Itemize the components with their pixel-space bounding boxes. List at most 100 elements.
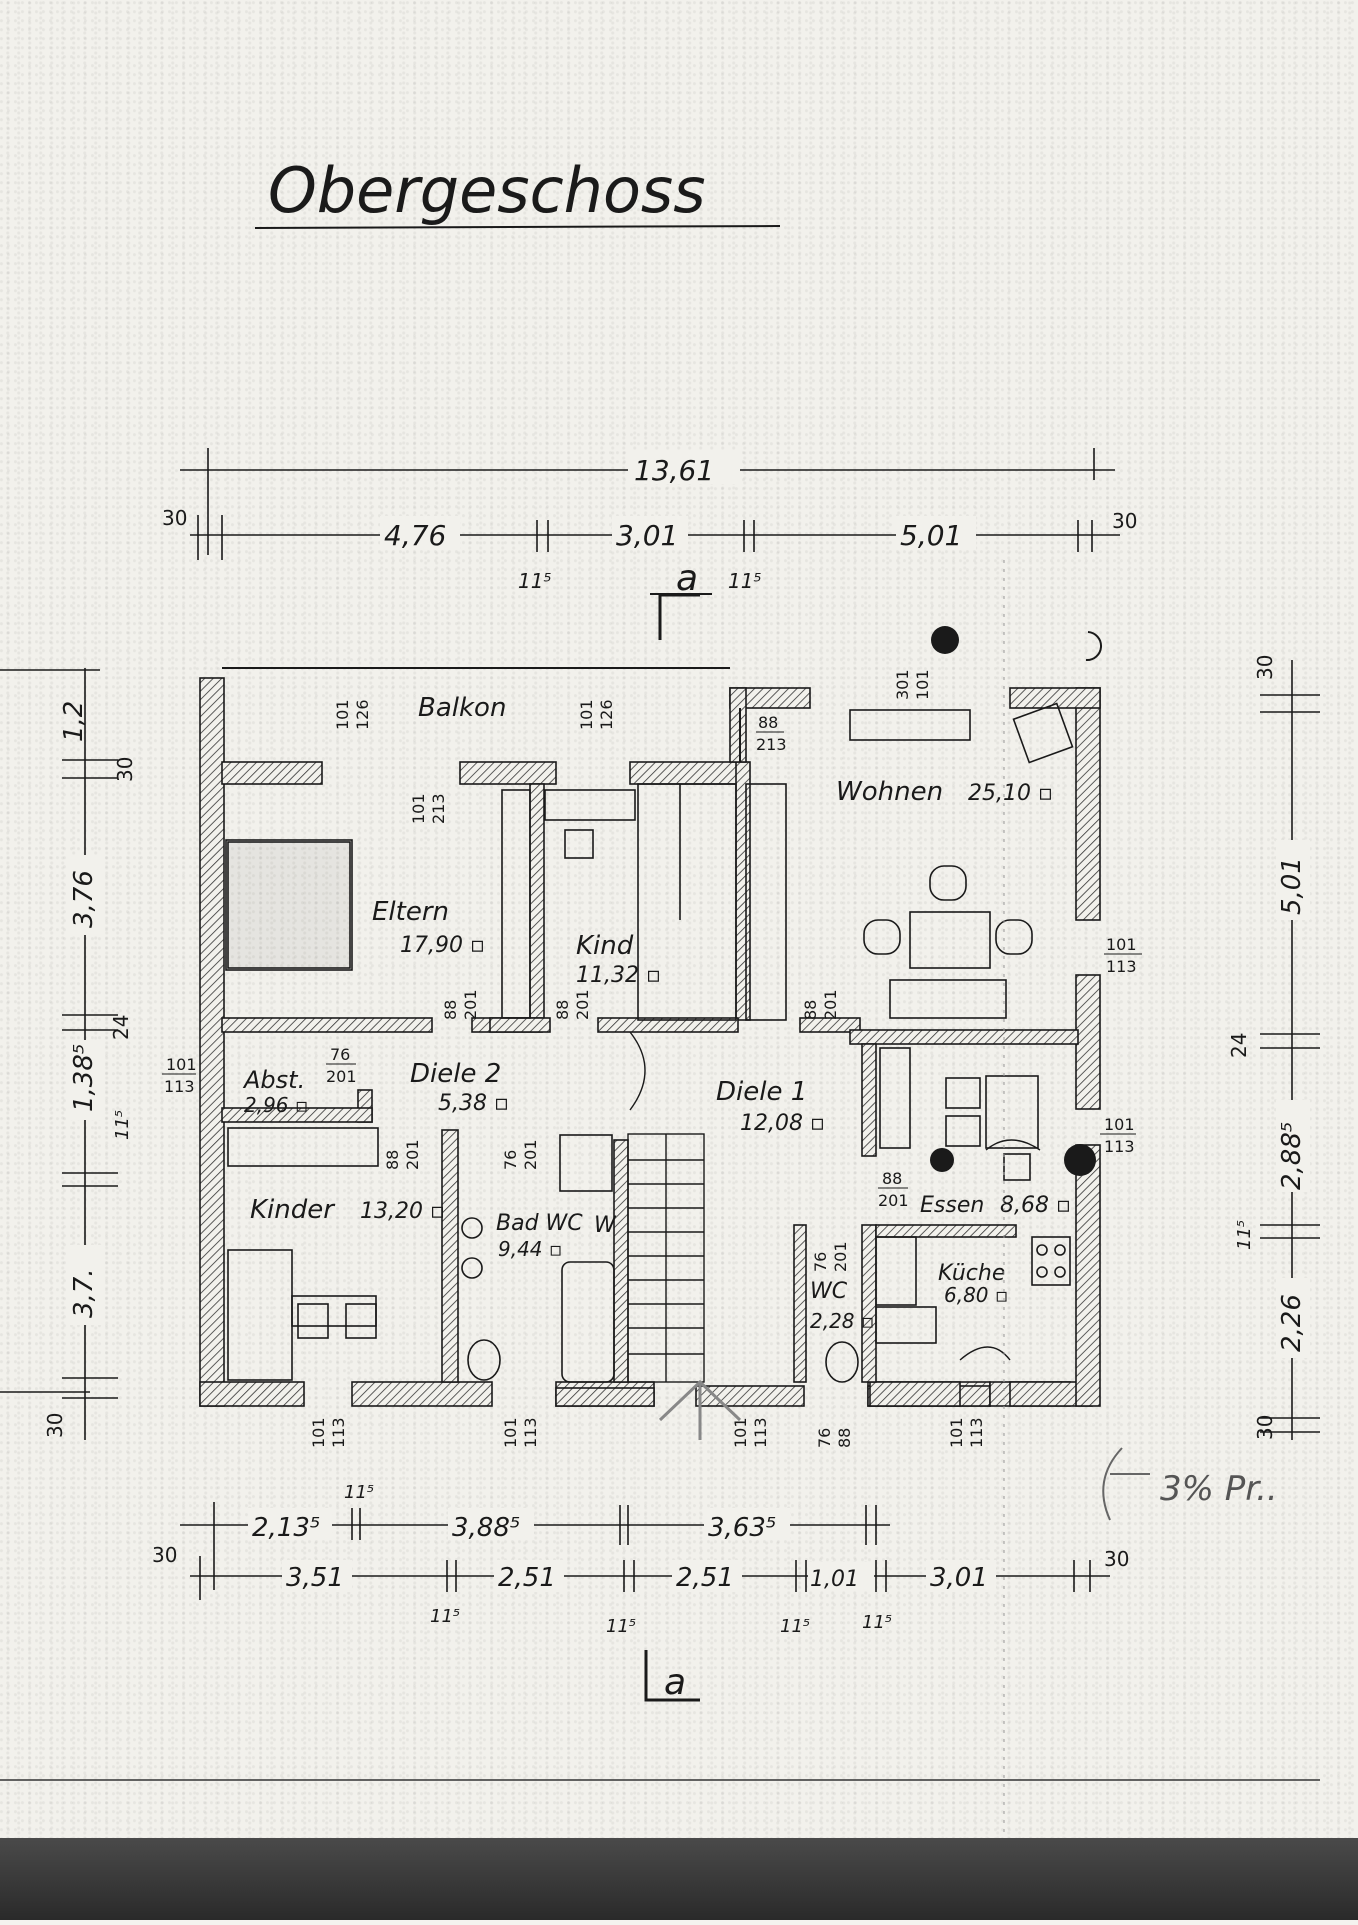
opening-o13-top: 76: [501, 1150, 520, 1170]
pencil-annotation: 3% Pr..: [1102, 1447, 1278, 1521]
dim-top-wall-left: 30: [162, 506, 187, 530]
bed-kinder: [227, 1249, 293, 1381]
opening-o2-top: 101: [577, 699, 596, 730]
opening-o9-bot: 201: [821, 989, 840, 1020]
opening-o14-top: 101: [1104, 1115, 1135, 1134]
chair-kind: [564, 829, 594, 859]
dim-bottom2-inner4: 11⁵: [862, 1612, 892, 1633]
section-marker-bottom: a: [644, 1650, 700, 1703]
dim-bottom1-seg2: 3,88⁵: [452, 1513, 520, 1543]
opening-o3-bot: 213: [756, 735, 787, 754]
dim-top-overall: 13,61: [634, 454, 714, 487]
door-arcs: [629, 1031, 1041, 1361]
bathtub-bad: [561, 1261, 615, 1383]
title-underline: [254, 225, 781, 229]
room-kueche-area: 6,80 ▫: [944, 1283, 1008, 1307]
room-eltern: Eltern: [372, 897, 449, 927]
dim-left-wall-mid: 24: [109, 1015, 133, 1040]
room-kinder-area: 13,20 ▫: [360, 1199, 445, 1224]
opening-o15-bot: 201: [878, 1191, 909, 1210]
room-balkon: Balkon: [418, 693, 506, 723]
toilet-bad: [467, 1339, 501, 1381]
room-wc: WC: [810, 1279, 848, 1304]
dim-right-wall-mid: 24: [1227, 1033, 1251, 1058]
dim-left-inner: 11⁵: [112, 1110, 133, 1140]
room-wc-area: 2,28 ▫: [810, 1309, 874, 1333]
bed-kind: [637, 783, 737, 1021]
plant-icon: [930, 1148, 954, 1172]
room-kinder: Kinder: [250, 1195, 336, 1225]
dim-right-seg2: 2,88⁵: [1277, 1122, 1307, 1190]
toilet-wc: [825, 1341, 859, 1383]
opening-o10-top: 101: [166, 1055, 197, 1074]
plant-markers: [930, 626, 1103, 1176]
walls: [199, 677, 1101, 1407]
opening-o8-bot: 201: [573, 989, 592, 1020]
opening-o12-top: 88: [383, 1150, 402, 1170]
room-essen: Essen: [920, 1193, 984, 1218]
room-essen-area: 8,68 ▫: [1000, 1193, 1071, 1218]
opening-b3-bot: 113: [751, 1417, 770, 1448]
opening-o1-top: 101: [333, 699, 352, 730]
room-eltern-area: 17,90 ▫: [400, 933, 485, 958]
opening-o11-top: 76: [330, 1045, 350, 1064]
dim-top-inner1: 11⁵: [518, 569, 551, 593]
opening-o2-bot: 126: [597, 699, 616, 730]
table-essen: [985, 1075, 1039, 1149]
wardrobe-eltern: [501, 789, 531, 1019]
lamp-icon: [1085, 631, 1103, 662]
room-kueche: Küche: [938, 1261, 1005, 1286]
room-wohnen-area: 25,10 ▫: [968, 781, 1053, 806]
dim-left-wall-top: 30: [113, 757, 137, 782]
dim-right-wall-bot: 30: [1253, 1415, 1277, 1440]
shower-bad: [559, 1134, 613, 1192]
wardrobe-kinder: [227, 1127, 379, 1167]
opening-b1-top: 101: [309, 1417, 328, 1448]
room-bad-w: W: [594, 1213, 617, 1238]
dim-left-seg1: 3,76: [69, 870, 99, 928]
dim-bottom2-wall-right: 30: [1104, 1547, 1129, 1571]
furniture: [225, 702, 1074, 1383]
page-title: Obergeschoss: [268, 154, 706, 227]
staircase: [627, 1133, 742, 1440]
room-abst-area: 2,96 ▫: [244, 1093, 308, 1117]
dim-top-seg2: 3,01: [616, 519, 678, 552]
bed-eltern: [225, 839, 353, 971]
sideboard-wohnen: [849, 709, 971, 741]
dim-bottom2-seg4: 1,01: [810, 1567, 859, 1592]
opening-b4-bot: 88: [835, 1428, 854, 1448]
dim-bottom2-seg5: 3,01: [930, 1563, 988, 1593]
sofa-wohnen: [889, 979, 1007, 1019]
opening-o3-top: 88: [758, 713, 778, 732]
dim-bottom2-inner3: 11⁵: [780, 1616, 810, 1637]
pencil-note: 3% Pr..: [1160, 1469, 1278, 1509]
opening-o6-bot: 113: [1106, 957, 1137, 976]
opening-o12-bot: 201: [403, 1139, 422, 1170]
opening-o11-bot: 201: [326, 1067, 357, 1086]
dim-right-inner: 11⁵: [1234, 1220, 1255, 1250]
dim-bottom2-seg3: 2,51: [676, 1563, 734, 1593]
counter-essen: [879, 1047, 911, 1149]
kitchen-counter: [875, 1236, 917, 1306]
dim-top-inner2: 11⁵: [728, 569, 761, 593]
room-diele1-area: 12,08 ▫: [740, 1111, 825, 1136]
opening-o6-top: 101: [1106, 935, 1137, 954]
room-bad-area: 9,44 ▫: [498, 1237, 562, 1261]
opening-b5-bot: 113: [967, 1417, 986, 1448]
dim-bottom1-inner: 11⁵: [344, 1482, 374, 1503]
room-diele2-area: 5,38 ▫: [438, 1091, 509, 1116]
room-labels: Balkon Eltern 17,90 ▫ Kind 11,32 ▫ Wohne…: [242, 693, 1071, 1333]
dim-bottom2-seg1: 3,51: [286, 1563, 344, 1593]
room-kind: Kind: [576, 931, 634, 961]
opening-o16-bot: 201: [831, 1241, 850, 1272]
stove: [1031, 1236, 1071, 1286]
